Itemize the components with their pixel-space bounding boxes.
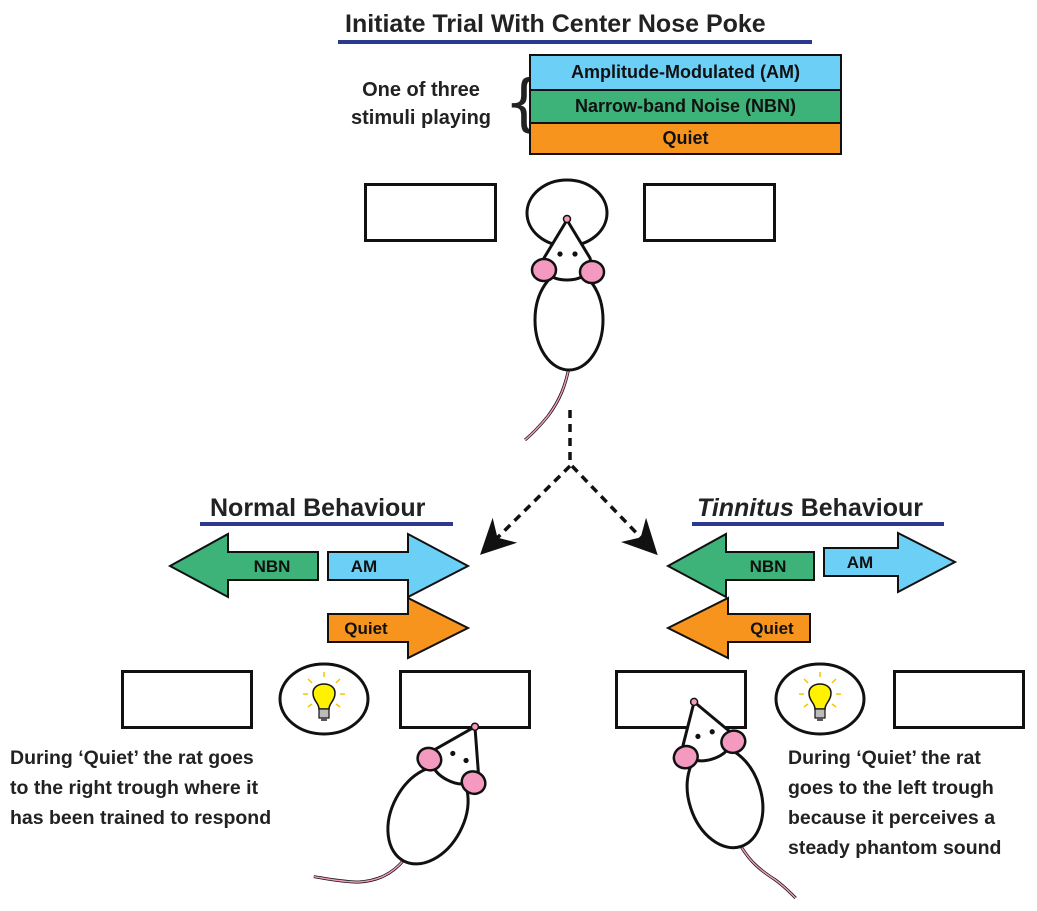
tinnitus-description: During ‘Quiet’ the rat goes to the left … [788,743,1033,863]
rat-nose [562,214,572,224]
normal-description-line: to the right trough where it [10,777,259,799]
stimulus-nbn: Narrow-band Noise (NBN) [529,89,842,124]
branch-arrows [480,410,658,556]
tinnitus-heading: Tinnitus Behaviour [697,494,923,523]
rat-ear [720,729,747,755]
normal-description: During ‘Quiet’ the rat goes to the right… [10,743,340,833]
tinnitus-quiet-label: Quiet [750,619,794,638]
rat-eye [450,750,456,757]
normal-quiet-label: Quiet [344,619,388,638]
normal-am-arrow [327,532,471,599]
top-right-trough [643,183,776,242]
tinnitus-light-bulb [774,662,866,736]
tinnitus-rat [672,697,797,900]
top-heading-underline [338,40,812,44]
normal-rat [313,722,487,884]
tinnitus-right-trough [893,670,1025,729]
rat-eye [695,733,701,739]
normal-heading: Normal Behaviour [210,494,426,522]
top-heading: Initiate Trial With Center Nose Poke [345,10,766,38]
rat-tail [524,361,572,442]
rat-eye [572,251,578,257]
normal-arrows: NBN AM Quiet [167,532,471,660]
tinnitus-am-label: AM [847,553,873,572]
stimulus-nbn-label: Narrow-band Noise (NBN) [574,96,796,116]
rat-ear [672,744,699,770]
normal-description-line: During ‘Quiet’ the rat goes [10,747,254,769]
rat-nose [470,722,480,731]
dashed-arrow-right [570,464,658,556]
tinnitus-heading-italic: Tinnitus [697,494,794,522]
tinnitus-heading-rest: Behaviour [793,494,923,522]
normal-right-trough [399,670,531,729]
top-left-trough [364,183,497,242]
tinnitus-arrows: NBN AM Quiet [665,531,958,660]
rat-eye [463,757,469,764]
normal-light-bulb [278,662,370,736]
rat-ear [530,257,558,283]
normal-left-trough [121,670,253,729]
dashed-arrow-left [480,464,572,555]
tinnitus-am-arrow [823,531,958,594]
tinnitus-nbn-arrow [665,532,815,599]
tinnitus-description-line: because it perceives a [788,807,996,829]
normal-nbn-arrow [167,532,319,599]
normal-description-line: has been trained to respond [10,807,272,829]
bulb-icon [303,672,345,721]
normal-heading-underline [200,522,453,526]
tinnitus-left-trough [615,670,747,729]
stimulus-quiet: Quiet [529,122,842,155]
stimuli-label: One of three stimuli playing [336,76,506,132]
tinnitus-description-line: During ‘Quiet’ the rat [788,747,981,769]
tinnitus-nbn-label: NBN [750,557,787,576]
rat-body [533,268,605,372]
rat-eye [557,251,563,257]
rat-ear [416,746,443,772]
rat-nose [689,697,699,707]
normal-quiet-arrow [327,596,471,660]
rat-ear [578,259,606,285]
normal-nbn-label: NBN [254,557,291,576]
rat-ear [460,770,487,796]
tinnitus-heading-underline [692,522,944,526]
stimulus-am-label: Amplitude-Modulated (AM) [571,62,800,82]
rat-tail [739,845,797,900]
stimuli-label-line1: One of three [362,79,480,101]
rat-eye [709,729,715,735]
center-nose-poke-rat [524,178,609,442]
tinnitus-description-line: goes to the left trough [788,777,994,799]
stimuli-label-line2: stimuli playing [350,107,492,129]
stimulus-quiet-label: Quiet [662,128,709,148]
bulb-icon [799,672,841,721]
normal-am-label: AM [351,557,377,576]
tinnitus-description-line: steady phantom sound [788,837,1002,859]
tinnitus-quiet-arrow [665,596,811,660]
